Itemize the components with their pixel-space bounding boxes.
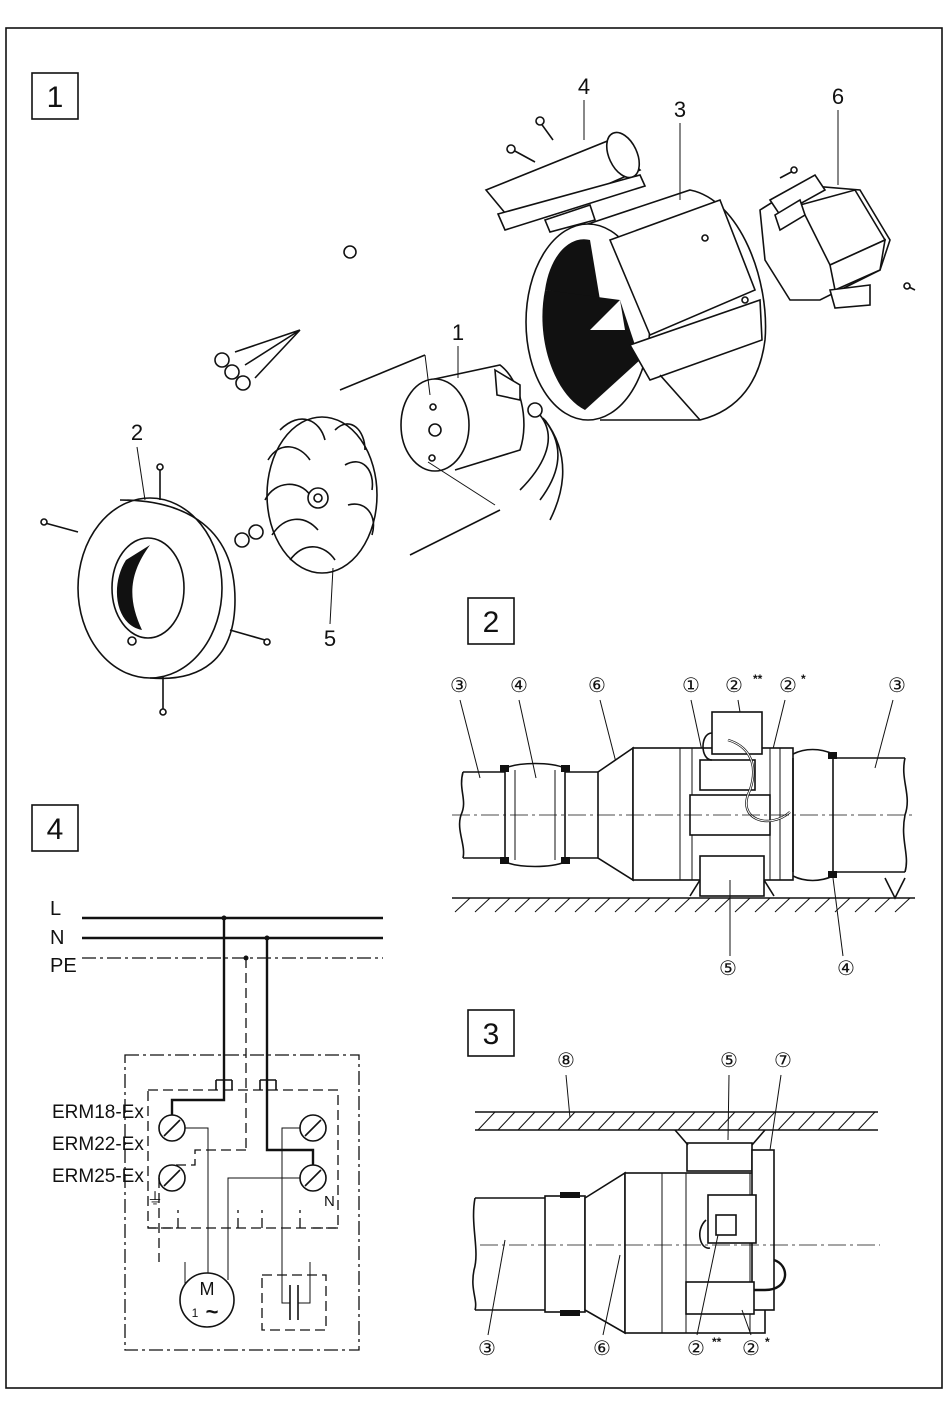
- motor-symbol: M 1 ~: [180, 1273, 234, 1327]
- callout-2-double-star-mark: **: [753, 672, 763, 686]
- part-2-inlet-ring: 2: [41, 420, 270, 715]
- callout-8: ⑧: [557, 1050, 575, 1072]
- callout-1: ①: [682, 675, 700, 697]
- callout-4-top: ④: [510, 675, 528, 697]
- terminal-box: [148, 1090, 338, 1228]
- part-label-2: 2: [131, 420, 143, 445]
- callout-5-ceiling: ⑤: [720, 1050, 738, 1072]
- part-label-6: 6: [832, 84, 844, 109]
- part-label-4: 4: [578, 74, 590, 99]
- terminal-right-bottom: [300, 1165, 326, 1191]
- callout-3-left: ③: [450, 675, 468, 697]
- part-label-5: 5: [324, 626, 336, 651]
- callout-5-bottom: ⑤: [719, 958, 737, 980]
- panel-2-number: 2: [483, 606, 500, 639]
- part-3-fan-housing: 3: [526, 97, 766, 420]
- callout-2-star-ceiling-mark: *: [765, 1335, 770, 1349]
- callout-2-double-star: ②: [725, 675, 743, 697]
- model-label-erm18: ERM18-Ex: [52, 1102, 144, 1123]
- motor-label: M: [200, 1279, 215, 1299]
- callout-6-ceiling: ⑥: [593, 1338, 611, 1360]
- terminal-n-label: N: [324, 1193, 335, 1210]
- line-label-n: N: [50, 927, 64, 949]
- callout-7: ⑦: [774, 1050, 792, 1072]
- motor-phase: 1: [192, 1306, 199, 1320]
- panel-1-exploded-view: 1 4: [32, 73, 915, 715]
- line-label-pe: PE: [50, 955, 77, 977]
- panel-2-horizontal-install: 2 ③ ④ ⑥ ① ② ** ② * ③: [450, 598, 915, 980]
- panel-4-wiring-diagram: 4 L N PE: [32, 805, 383, 1350]
- terminal-left-top: [159, 1115, 185, 1141]
- callout-3-right: ③: [888, 675, 906, 697]
- capacitor-symbol: [262, 1262, 326, 1330]
- part-label-3: 3: [674, 97, 686, 122]
- line-label-l: L: [50, 898, 61, 920]
- panel-3-ceiling-install: 3 ⑧ ⑤ ⑦: [468, 1010, 880, 1360]
- part-label-1: 1: [452, 320, 464, 345]
- terminal-right-top: [300, 1115, 326, 1141]
- terminal-left-bottom: [159, 1165, 185, 1191]
- panel-4-number: 4: [47, 813, 64, 846]
- callout-2-star: ②: [779, 675, 797, 697]
- callout-4-bottom: ④: [837, 958, 855, 980]
- callout-2-double-star-ceiling-mark: **: [712, 1335, 722, 1349]
- callout-2-star-mark: *: [801, 672, 806, 686]
- model-label-erm25: ERM25-Ex: [52, 1166, 144, 1187]
- earth-symbol: ⏚: [147, 1190, 163, 1208]
- callout-3-ceiling: ③: [478, 1338, 496, 1360]
- motor-ac-symbol: ~: [206, 1299, 219, 1324]
- callout-2-double-star-ceiling: ②: [687, 1338, 705, 1360]
- panel-1-number: 1: [47, 81, 64, 114]
- callout-2-star-ceiling: ②: [742, 1338, 760, 1360]
- part-5-impeller: 5: [235, 417, 377, 651]
- callout-6: ⑥: [588, 675, 606, 697]
- part-6-junction-box: 6: [760, 84, 915, 308]
- panel-3-number: 3: [483, 1018, 500, 1051]
- model-label-erm22: ERM22-Ex: [52, 1134, 144, 1155]
